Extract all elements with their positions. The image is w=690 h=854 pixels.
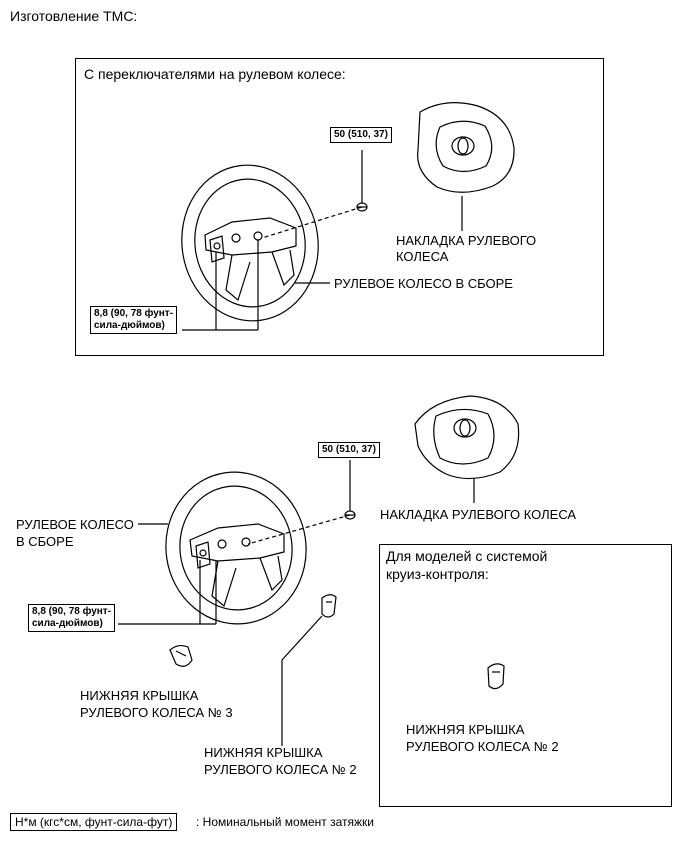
pad-label-top-line2: КОЛЕСА [396,249,449,264]
airbag-pad-icon-bottom [414,395,520,480]
pad-label-bottom: НАКЛАДКА РУЛЕВОГО КОЛЕСА [380,507,577,522]
wheel-label-bottom-line2: В СБОРЕ [16,534,74,549]
torque-box-bolts-top-line1: 8,8 (90, 78 фунт- [94,308,174,319]
panel-heading-with-switches: С переключателями на рулевом колесе: [84,66,346,82]
lower-cover-2-cruise-icon [487,663,505,690]
wheel-label-top: РУЛЕВОЕ КОЛЕСО В СБОРЕ [334,276,513,291]
torque-box-bolts-top: 8,8 (90, 78 фунт- сила-дюймов) [90,306,178,334]
cruise-panel-heading-line1: Для моделей с системой [386,548,548,564]
page-title: Изготовление ТМС: [10,8,138,24]
wheel-label-bottom-line1: РУЛЕВОЕ КОЛЕСО [16,517,134,532]
torque-box-bolts-top-line2: сила-дюймов) [94,320,165,331]
cover2-label-line1: НИЖНЯЯ КРЫШКА [204,745,323,760]
lower-cover-3-icon [169,644,193,667]
lower-cover-2-icon [321,594,337,618]
torque-box-bolts-bottom-line1: 8,8 (90, 78 фунт- [32,606,112,617]
panel-with-switches [75,58,604,356]
cover2-label-line2: РУЛЕВОГО КОЛЕСА № 2 [204,762,357,777]
airbag-pad-icon [417,102,515,193]
cruise-panel-heading-line2: круиз-контроля: [386,566,489,582]
legend-text: : Номинальный момент затяжки [196,815,374,829]
torque-box-nut-top: 50 (510, 37) [330,127,392,143]
cruise-cover2-label-line1: НИЖНЯЯ КРЫШКА [406,722,525,737]
torque-box-nut-bottom: 50 (510, 37) [318,442,380,458]
cover3-label-line2: РУЛЕВОГО КОЛЕСА № 3 [80,705,233,720]
panel-cruise-control [379,544,672,807]
pad-label-top-line1: НАКЛАДКА РУЛЕВОГО [396,233,537,248]
legend-unit-box: Н*м (кгс*см, фунт-сила-фут) [10,813,178,831]
cover3-label-line1: НИЖНЯЯ КРЫШКА [80,688,199,703]
torque-box-bolts-bottom: 8,8 (90, 78 фунт- сила-дюймов) [28,604,116,632]
steering-wheel-icon [181,164,319,322]
steering-wheel-icon-bottom [165,471,307,625]
torque-box-bolts-bottom-line2: сила-дюймов) [32,618,103,629]
cruise-cover2-label-line2: РУЛЕВОГО КОЛЕСА № 2 [406,739,559,754]
